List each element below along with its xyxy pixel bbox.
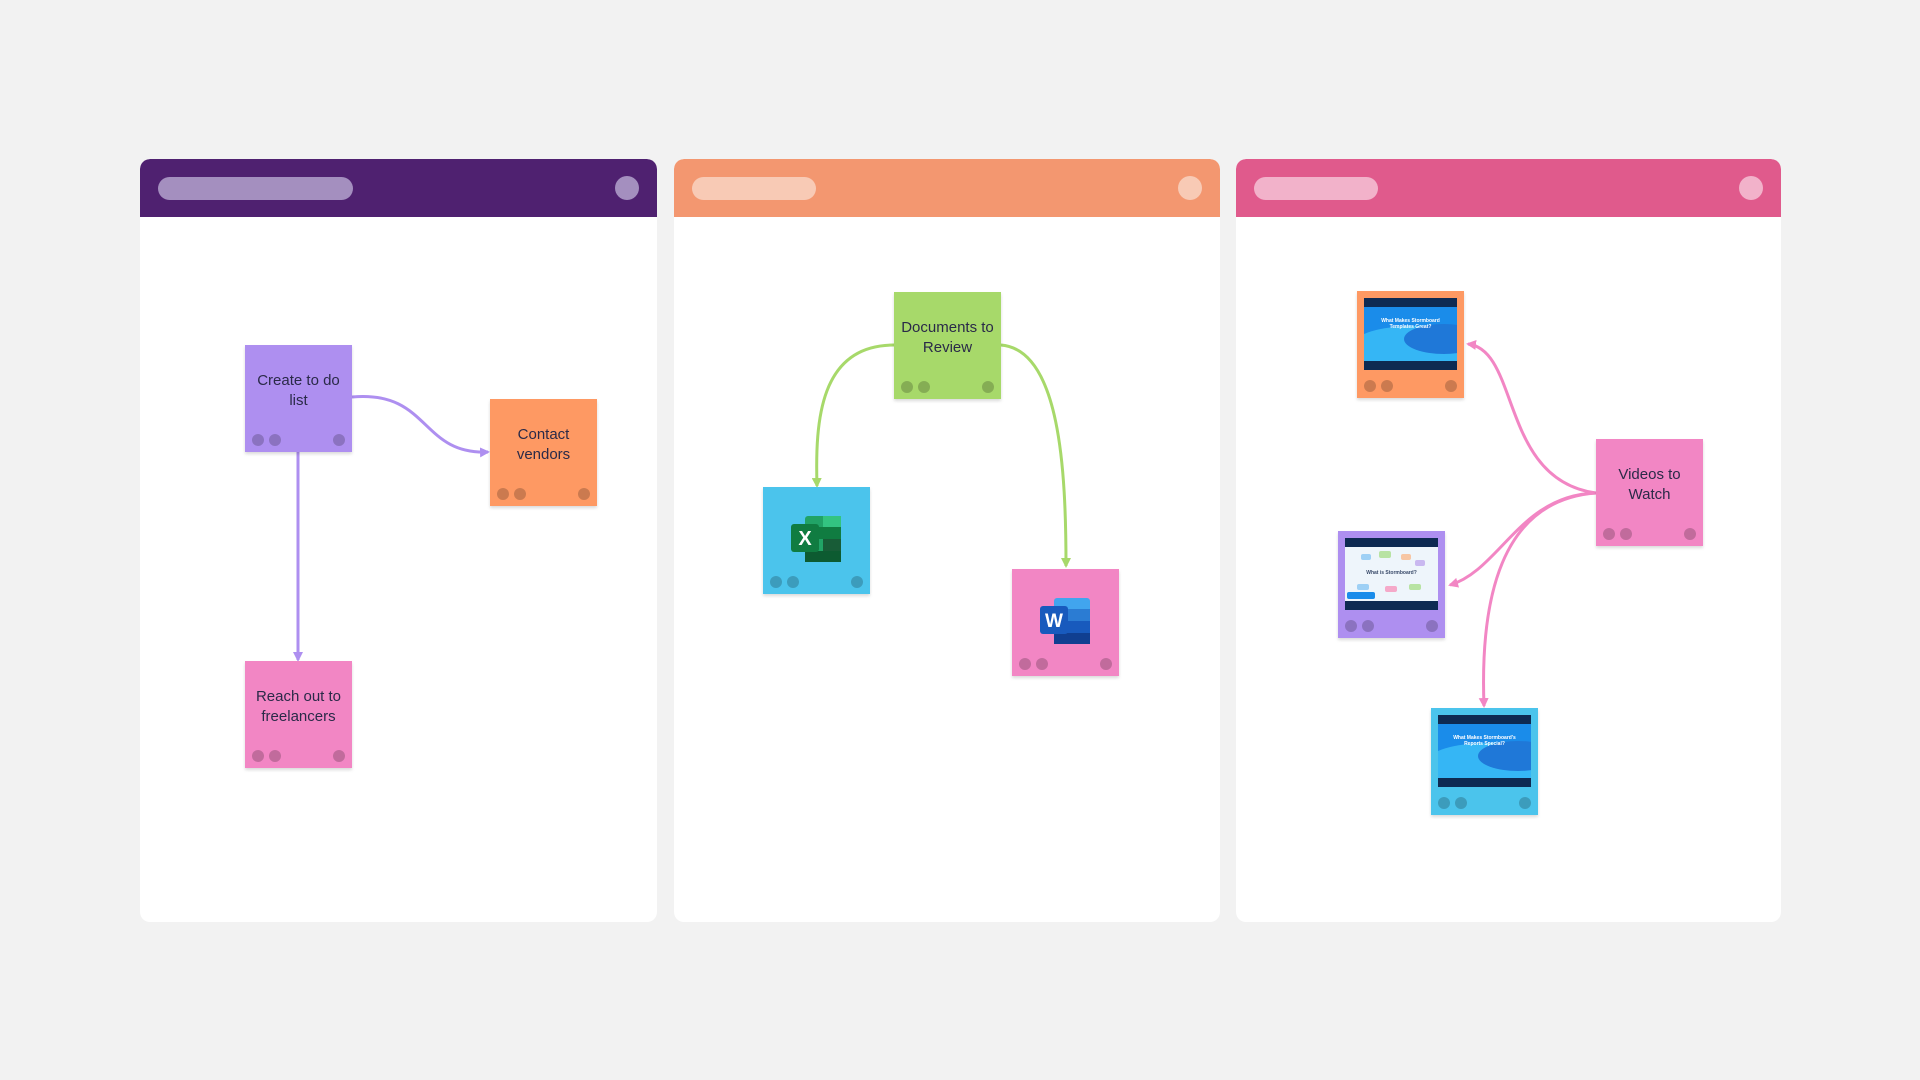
thumb-decoration — [1415, 560, 1425, 566]
note-dot[interactable] — [851, 576, 863, 588]
svg-text:W: W — [1045, 611, 1063, 632]
note-dot[interactable] — [269, 434, 281, 446]
thumb-decoration — [1357, 584, 1369, 590]
note-dot[interactable] — [514, 488, 526, 500]
video-title: What Makes Stormboard's Reports Special? — [1453, 735, 1516, 747]
thumb-decoration — [1409, 584, 1421, 590]
note-actions — [763, 568, 870, 594]
note-text: Contact vendors — [516, 426, 571, 463]
sticky-note-reach-freelancers[interactable]: Reach out to freelancers — [245, 661, 352, 768]
note-actions — [1357, 372, 1464, 398]
note-dot[interactable] — [1100, 658, 1112, 670]
note-actions — [245, 742, 352, 768]
thumb-bar — [1345, 601, 1438, 610]
thumb-bar — [1345, 538, 1438, 547]
column-menu-dot[interactable] — [1178, 176, 1202, 200]
note-dot[interactable] — [1603, 528, 1615, 540]
video-thumbnail[interactable]: What is Stormboard? — [1345, 538, 1438, 610]
thumb-bar — [1364, 298, 1457, 307]
thumb-bar — [1364, 361, 1457, 370]
sticky-note-contact-vendors[interactable]: Contact vendors — [490, 399, 597, 506]
thumb-decoration — [1379, 551, 1391, 558]
sticky-note-create-todo[interactable]: Create to do list — [245, 345, 352, 452]
note-dot[interactable] — [252, 750, 264, 762]
video-thumbnail[interactable]: What Makes Stormboard Templates Great? — [1364, 298, 1457, 370]
sticky-note-video-1[interactable]: What Makes Stormboard Templates Great? — [1357, 291, 1464, 398]
column-todo — [140, 159, 657, 922]
excel-icon: X — [791, 516, 841, 562]
thumb-decoration — [1347, 592, 1375, 599]
note-dot[interactable] — [1445, 380, 1457, 392]
column-documents — [674, 159, 1220, 922]
word-icon: W — [1040, 598, 1090, 644]
note-text: Create to do list — [257, 372, 340, 409]
sticky-note-video-2[interactable]: What is Stormboard? — [1338, 531, 1445, 638]
note-dot[interactable] — [269, 750, 281, 762]
note-dot[interactable] — [578, 488, 590, 500]
sticky-note-excel-file[interactable]: X — [763, 487, 870, 594]
note-actions — [1431, 789, 1538, 815]
video-title: What is Stormboard? — [1366, 570, 1417, 576]
note-actions — [1012, 650, 1119, 676]
column-title-placeholder[interactable] — [692, 177, 816, 200]
column-title-placeholder[interactable] — [1254, 177, 1378, 200]
note-text: Reach out to freelancers — [255, 688, 342, 725]
note-dot[interactable] — [1019, 658, 1031, 670]
note-dot[interactable] — [1620, 528, 1632, 540]
note-dot[interactable] — [497, 488, 509, 500]
note-dot[interactable] — [1364, 380, 1376, 392]
note-dot[interactable] — [1684, 528, 1696, 540]
video-title: What Makes Stormboard Templates Great? — [1381, 318, 1440, 330]
note-dot[interactable] — [1036, 658, 1048, 670]
note-dot[interactable] — [1362, 620, 1374, 632]
note-text: Videos to Watch — [1618, 466, 1681, 503]
note-dot[interactable] — [901, 381, 913, 393]
video-thumbnail[interactable]: What Makes Stormboard's Reports Special? — [1438, 715, 1531, 787]
note-actions — [1596, 520, 1703, 546]
note-dot[interactable] — [333, 750, 345, 762]
sticky-note-documents-review[interactable]: Documents to Review — [894, 292, 1001, 399]
note-actions — [245, 426, 352, 452]
note-dot[interactable] — [1519, 797, 1531, 809]
sticky-note-word-file[interactable]: W — [1012, 569, 1119, 676]
column-title-placeholder[interactable] — [158, 177, 353, 200]
column-menu-dot[interactable] — [1739, 176, 1763, 200]
note-dot[interactable] — [252, 434, 264, 446]
sticky-note-video-3[interactable]: What Makes Stormboard's Reports Special? — [1431, 708, 1538, 815]
note-actions — [894, 373, 1001, 399]
note-actions — [1338, 612, 1445, 638]
thumb-decoration — [1361, 554, 1371, 560]
note-actions — [490, 480, 597, 506]
note-dot[interactable] — [1455, 797, 1467, 809]
note-dot[interactable] — [1345, 620, 1357, 632]
sticky-note-videos-watch[interactable]: Videos to Watch — [1596, 439, 1703, 546]
note-dot[interactable] — [918, 381, 930, 393]
note-text: Documents to Review — [901, 319, 994, 356]
column-header[interactable] — [140, 159, 657, 217]
note-dot[interactable] — [1426, 620, 1438, 632]
thumb-bar — [1438, 715, 1531, 724]
svg-text:X: X — [798, 528, 812, 550]
thumb-bar — [1438, 778, 1531, 787]
note-dot[interactable] — [770, 576, 782, 588]
note-dot[interactable] — [1438, 797, 1450, 809]
thumb-decoration — [1385, 586, 1397, 592]
note-dot[interactable] — [787, 576, 799, 588]
column-header[interactable] — [1236, 159, 1781, 217]
note-dot[interactable] — [1381, 380, 1393, 392]
column-menu-dot[interactable] — [615, 176, 639, 200]
note-dot[interactable] — [982, 381, 994, 393]
thumb-decoration — [1401, 554, 1411, 560]
column-header[interactable] — [674, 159, 1220, 217]
note-dot[interactable] — [333, 434, 345, 446]
